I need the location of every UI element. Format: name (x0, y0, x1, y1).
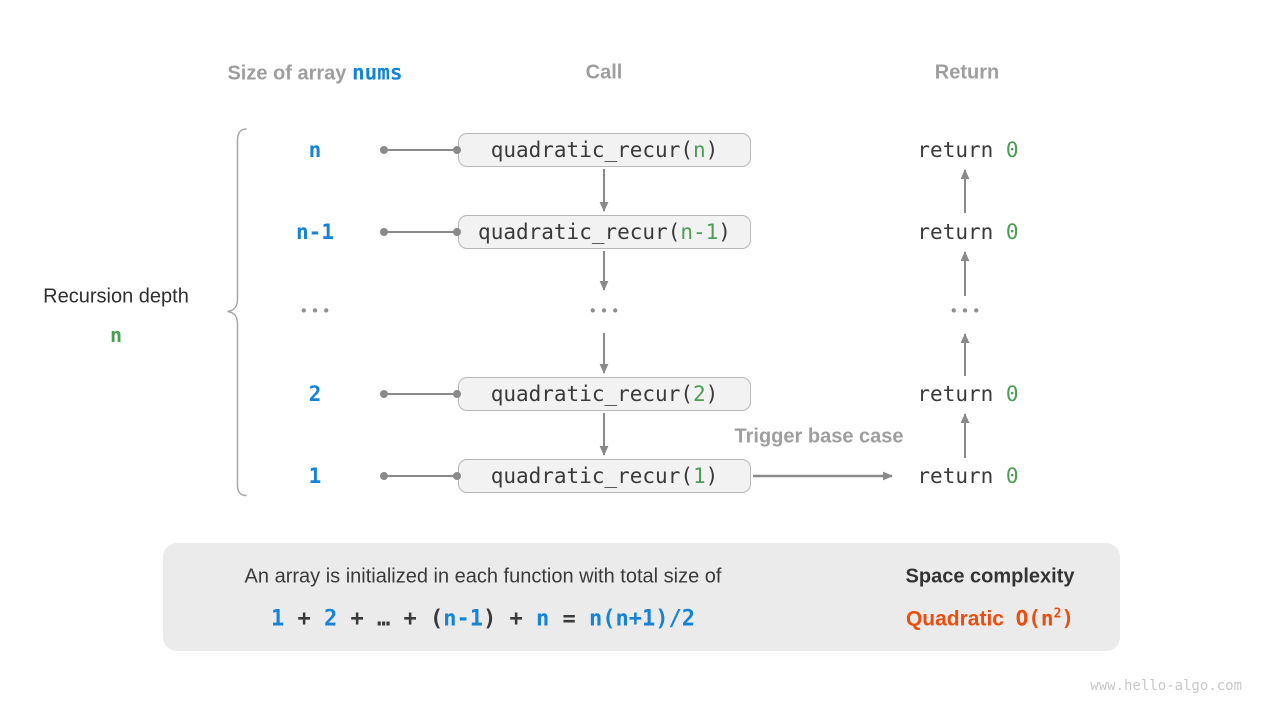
call-arg: n (692, 138, 706, 162)
call-close: ) (705, 138, 719, 162)
call-fn: quadratic_recur( (490, 138, 693, 162)
return-statement-n: return 0 (917, 138, 1018, 162)
return-keyword: return (917, 220, 1006, 244)
complexity-name: Quadratic (905, 607, 1004, 631)
size-label-n: n (308, 138, 322, 162)
return-value: 0 (1005, 220, 1019, 244)
return-statement-1: return 0 (917, 464, 1018, 488)
column-header-size: Size of array nums (227, 61, 402, 86)
return-keyword: return (917, 382, 1006, 406)
formula-op: + (337, 606, 378, 632)
size-label-2: 2 (308, 382, 322, 406)
space-complexity-title: Space complexity (905, 565, 1075, 588)
ellipsis-return-column: ••• (951, 302, 985, 320)
return-value: 0 (1005, 382, 1019, 406)
big-o-exponent: 2 (1053, 606, 1062, 622)
recursion-depth-label: Recursion depth (43, 285, 189, 308)
formula-equals: = (549, 606, 590, 632)
formula-op: + (496, 606, 537, 632)
column-header-call: Call (585, 61, 623, 84)
formula-result: n(n+1)/2 (589, 606, 695, 632)
return-statement-n-1: return 0 (917, 220, 1018, 244)
summary-formula: 1 + 2 + … + (n-1) + n = n(n+1)/2 (271, 607, 695, 632)
array-name-label: nums (351, 60, 403, 85)
watermark: www.hello-algo.com (1090, 678, 1242, 694)
recursion-depth-brace (227, 128, 247, 497)
column-header-return: Return (934, 61, 1000, 84)
formula-term: 2 (324, 606, 338, 632)
ellipsis-call-column: ••• (590, 302, 624, 320)
big-o-prefix: O(n (1015, 606, 1054, 631)
size-label-n-1: n-1 (296, 220, 334, 244)
return-keyword: return (917, 464, 1006, 488)
call-close: ) (705, 382, 719, 406)
complexity-spacer (1004, 608, 1016, 631)
size-label-1: 1 (308, 464, 322, 488)
call-box-n-1: quadratic_recur(n-1) (458, 215, 751, 249)
return-keyword: return (917, 138, 1006, 162)
call-box-n: quadratic_recur(n) (458, 133, 751, 167)
call-arg: 1 (692, 464, 706, 488)
formula-ellipsis: … (377, 606, 391, 632)
trigger-base-case-label: Trigger base case (734, 425, 904, 448)
call-fn: quadratic_recur( (478, 220, 681, 244)
summary-box (163, 543, 1120, 651)
call-fn: quadratic_recur( (490, 464, 693, 488)
call-arg: 2 (692, 382, 706, 406)
call-arg: n-1 (680, 220, 719, 244)
space-complexity-value: Quadratic O(n2) (906, 607, 1074, 632)
return-value: 0 (1005, 464, 1019, 488)
ellipsis-size-column: ••• (301, 302, 335, 320)
call-box-1: quadratic_recur(1) (458, 459, 751, 493)
formula-term: n-1 (443, 606, 484, 632)
call-close: ) (718, 220, 731, 244)
recursion-depth-value: n (109, 323, 123, 347)
call-box-2: quadratic_recur(2) (458, 377, 751, 411)
call-close: ) (705, 464, 719, 488)
formula-term: n (536, 606, 550, 632)
formula-paren: ( (430, 606, 444, 632)
return-statement-2: return 0 (917, 382, 1018, 406)
summary-description: An array is initialized in each function… (244, 565, 722, 588)
return-value: 0 (1005, 138, 1019, 162)
formula-op: + (390, 606, 431, 632)
call-fn: quadratic_recur( (490, 382, 693, 406)
size-of-array-label: Size of array (227, 62, 352, 85)
formula-term: 1 (271, 606, 285, 632)
size-call-connectors (380, 146, 461, 480)
formula-op: + (284, 606, 325, 632)
formula-paren: ) (483, 606, 497, 632)
big-o-close: ) (1061, 606, 1075, 631)
